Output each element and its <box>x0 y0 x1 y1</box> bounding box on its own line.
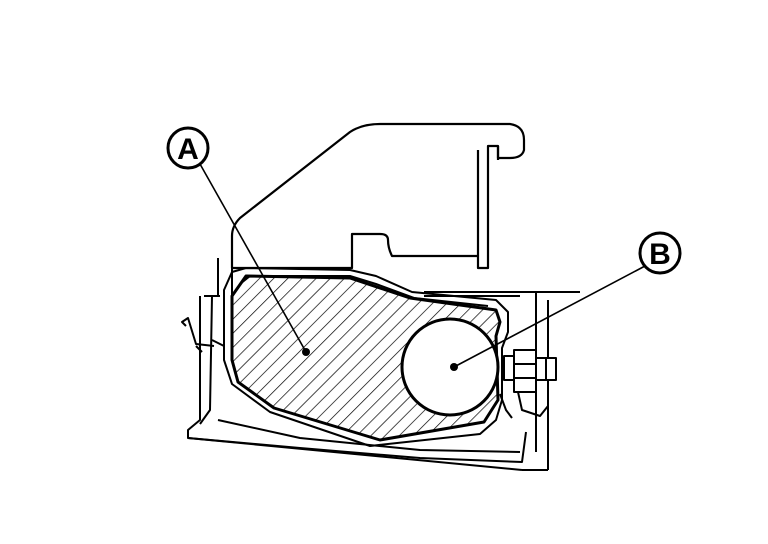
upper-bracket <box>230 122 526 270</box>
side-bolt <box>499 349 557 419</box>
outer-housing <box>181 258 580 471</box>
callout-b: B <box>638 231 682 275</box>
reference-dot-b <box>450 363 458 371</box>
leader-lines <box>199 163 646 368</box>
callout-b-label: B <box>649 238 671 271</box>
callout-a-label: A <box>177 133 199 166</box>
callout-a: A <box>166 126 210 170</box>
reference-dot-a <box>302 348 310 356</box>
